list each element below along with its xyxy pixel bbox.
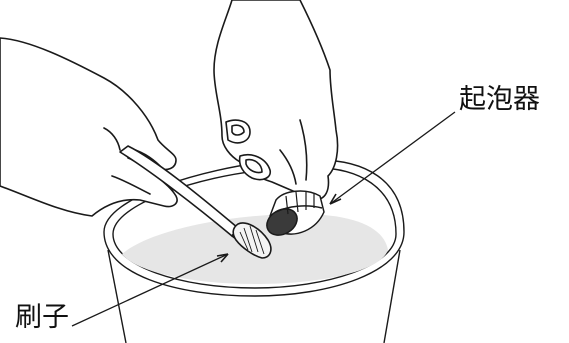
brush-label: 刷子 (15, 304, 69, 331)
left-hand (0, 38, 177, 216)
left-arm (0, 38, 177, 216)
right-nail (232, 125, 244, 135)
aerator-label: 起泡器 (459, 86, 540, 113)
